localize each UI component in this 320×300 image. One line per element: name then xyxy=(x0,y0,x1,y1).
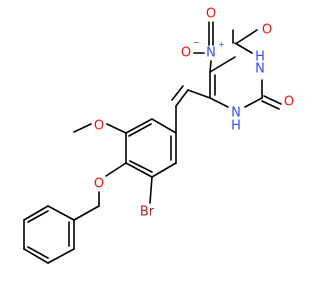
bond-carbonyl-right-b xyxy=(261,100,280,110)
bond-c5-nitro-n xyxy=(209,60,212,73)
bond-c6-vinyl xyxy=(187,89,211,99)
bond-ch2-phenyl xyxy=(73,205,100,221)
bond-benz-4-5 xyxy=(125,162,153,178)
atom-ring-nh-bottom-n: N xyxy=(231,106,241,121)
bond-ph-4-5-inner xyxy=(27,246,49,259)
bond-ring-c4-n3 xyxy=(234,42,253,54)
atom-nitro-oxygen-double: O xyxy=(206,7,216,22)
bond-ph-1-2 xyxy=(47,205,75,221)
atom-bromine: Br xyxy=(140,205,155,220)
atom-carbonyl-oxygen-right: O xyxy=(284,95,294,110)
bond-ph-2-3-inner xyxy=(27,210,49,223)
atom-ether-oxygen: O xyxy=(94,177,104,192)
bond-carbonyl-right-a xyxy=(263,95,282,105)
atom-ring-nh-top-n: N xyxy=(255,62,265,77)
bond-layer xyxy=(23,21,282,264)
bond-vinyl-double-b xyxy=(171,85,184,101)
charge-nitro-nitrogen: + xyxy=(218,40,225,49)
bond-benz-1-2 xyxy=(151,118,177,134)
bond-benz-5-6 xyxy=(151,162,177,178)
bond-ring-n1-c6 xyxy=(209,97,229,108)
bond-methoxy-o-ring xyxy=(106,123,127,134)
bond-ring-c2-n1 xyxy=(244,97,263,108)
bond-ether-o-ring xyxy=(105,162,127,177)
bond-benz-2-3-inner xyxy=(128,123,152,137)
bond-benz-2-3 xyxy=(125,118,153,134)
bond-ring-c5-c4 xyxy=(209,56,236,73)
atom-nitro-nitrogen: N xyxy=(206,46,216,61)
atom-ring-nh-bottom-h: H xyxy=(231,119,241,134)
bond-carbonyl-top-b xyxy=(236,29,258,44)
atom-carbonyl-oxygen-top: O xyxy=(262,23,272,38)
molecule-structure-diagram: N + O − O O O N H N H O O Br xyxy=(23,7,294,264)
bond-methoxy-o-ch3 xyxy=(73,123,92,133)
atom-ring-nh-top-h: H xyxy=(255,50,265,65)
structure-canvas: N + O − O O O N H N H O O Br xyxy=(23,7,294,264)
bond-ph-2-3 xyxy=(23,205,49,221)
charge-nitro-oxygen: − xyxy=(193,38,200,47)
bond-vinyl-double-a xyxy=(175,89,189,107)
bond-ph-4-5 xyxy=(23,248,49,264)
atom-methoxy-oxygen: O xyxy=(94,119,104,134)
atom-nitro-oxygen-minus: O xyxy=(181,46,191,61)
bond-benz-4-5-inner xyxy=(129,160,153,173)
bond-ph-5-6 xyxy=(47,248,75,264)
bond-bromine-ring xyxy=(149,176,153,204)
atom-label-layer: N + O − O O O N H N H O O Br xyxy=(94,7,294,220)
